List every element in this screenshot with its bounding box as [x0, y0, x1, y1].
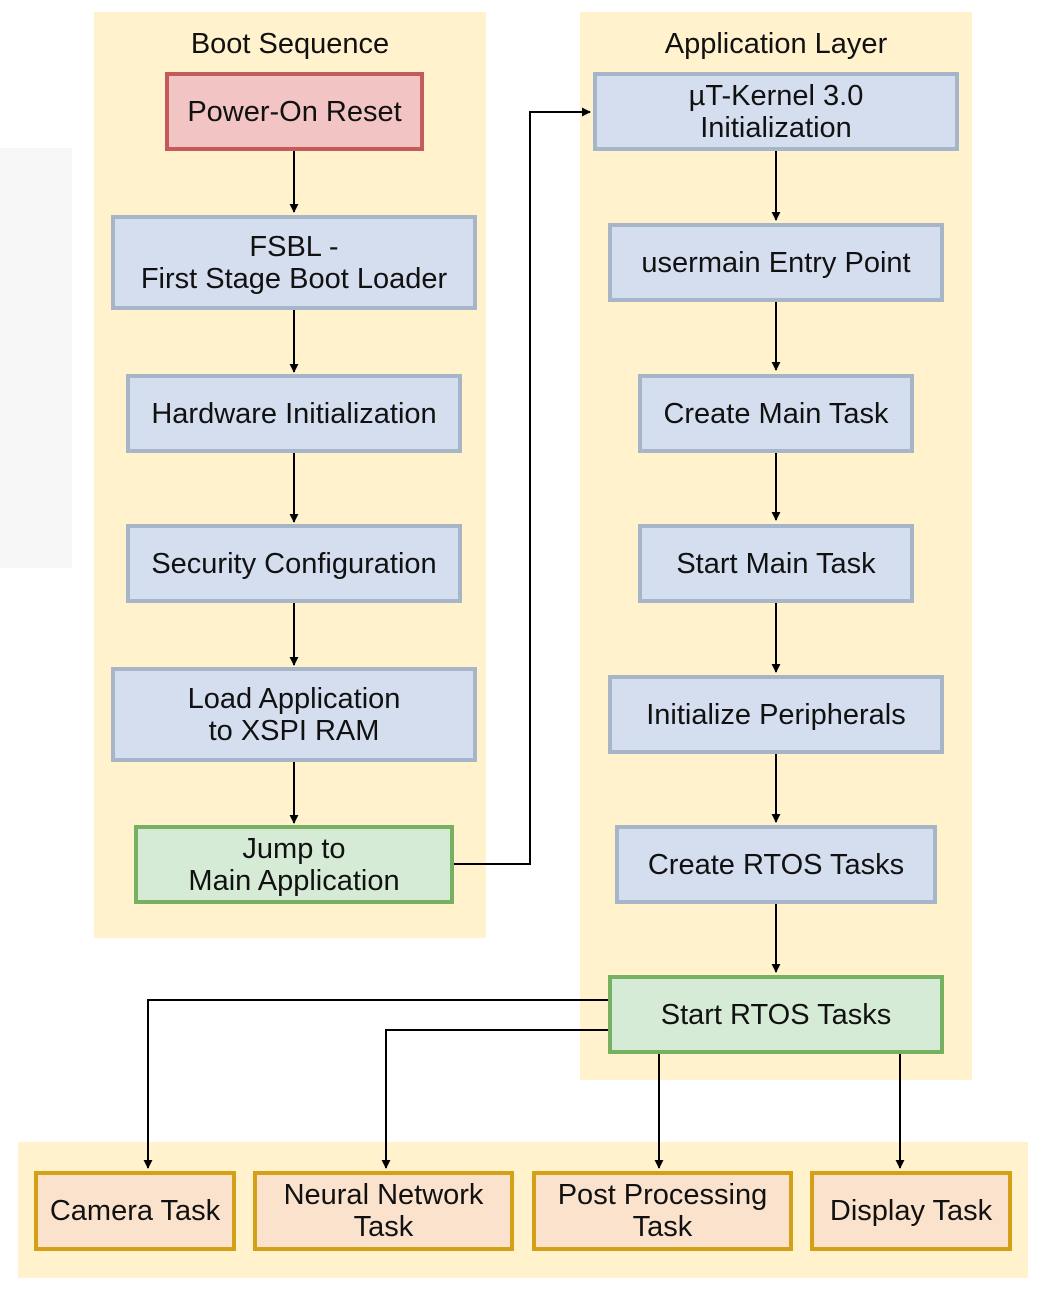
node-label: FSBL -	[249, 230, 339, 263]
node-label: Create RTOS Tasks	[647, 848, 905, 881]
node-label: usermain Entry Point	[641, 246, 911, 279]
node-security-configuration: Security Configuration	[126, 524, 462, 603]
node-label: Load Application	[187, 682, 401, 715]
node-hardware-initialization: Hardware Initialization	[126, 374, 462, 453]
node-label: Start RTOS Tasks	[660, 998, 892, 1031]
node-label: Security Configuration	[151, 547, 437, 580]
background-artifact	[0, 148, 72, 568]
application-layer-title: Application Layer	[664, 28, 888, 60]
node-create-rtos-tasks: Create RTOS Tasks	[615, 825, 937, 904]
node-label: Display Task	[829, 1195, 993, 1227]
node-fsbl: FSBL - First Stage Boot Loader	[111, 215, 477, 310]
node-label: Task	[353, 1211, 414, 1243]
node-start-rtos-tasks: Start RTOS Tasks	[608, 975, 944, 1054]
node-neural-network-task: Neural Network Task	[253, 1171, 514, 1251]
node-label: Jump to	[242, 832, 346, 865]
node-initialize-peripherals: Initialize Peripherals	[608, 675, 944, 754]
node-camera-task: Camera Task	[34, 1171, 236, 1251]
node-label: Hardware Initialization	[151, 397, 437, 430]
node-usermain-entry: usermain Entry Point	[608, 223, 944, 302]
node-kernel-initialization: µT-Kernel 3.0 Initialization	[593, 72, 959, 151]
edge-start-rtos-neural	[381, 1029, 610, 1169]
node-load-application: Load Application to XSPI RAM	[111, 667, 477, 762]
node-label: Camera Task	[49, 1195, 221, 1227]
node-start-main-task: Start Main Task	[638, 524, 914, 603]
edge-start-rtos-camera	[143, 999, 610, 1169]
node-label: Neural Network	[283, 1179, 484, 1211]
node-label: to XSPI RAM	[208, 714, 380, 747]
node-label: Start Main Task	[676, 547, 876, 580]
node-label: Initialize Peripherals	[646, 698, 906, 731]
node-power-on-reset: Power-On Reset	[165, 72, 424, 151]
node-label: Post Processing	[557, 1179, 768, 1211]
node-label: Initialization	[700, 111, 852, 144]
boot-sequence-title: Boot Sequence	[190, 28, 390, 60]
node-display-task: Display Task	[810, 1171, 1012, 1251]
node-label: µT-Kernel 3.0	[688, 79, 864, 112]
node-create-main-task: Create Main Task	[638, 374, 914, 453]
node-post-processing-task: Post Processing Task	[532, 1171, 793, 1251]
boot-sequence-cluster: Boot Sequence	[94, 12, 486, 938]
node-label: Main Application	[188, 864, 400, 897]
node-label: Power-On Reset	[187, 95, 402, 128]
node-label: First Stage Boot Loader	[140, 262, 448, 295]
edge-jump-kernel	[453, 107, 591, 865]
node-jump-to-main: Jump to Main Application	[134, 825, 454, 904]
node-label: Create Main Task	[663, 397, 889, 430]
node-label: Task	[632, 1211, 693, 1243]
